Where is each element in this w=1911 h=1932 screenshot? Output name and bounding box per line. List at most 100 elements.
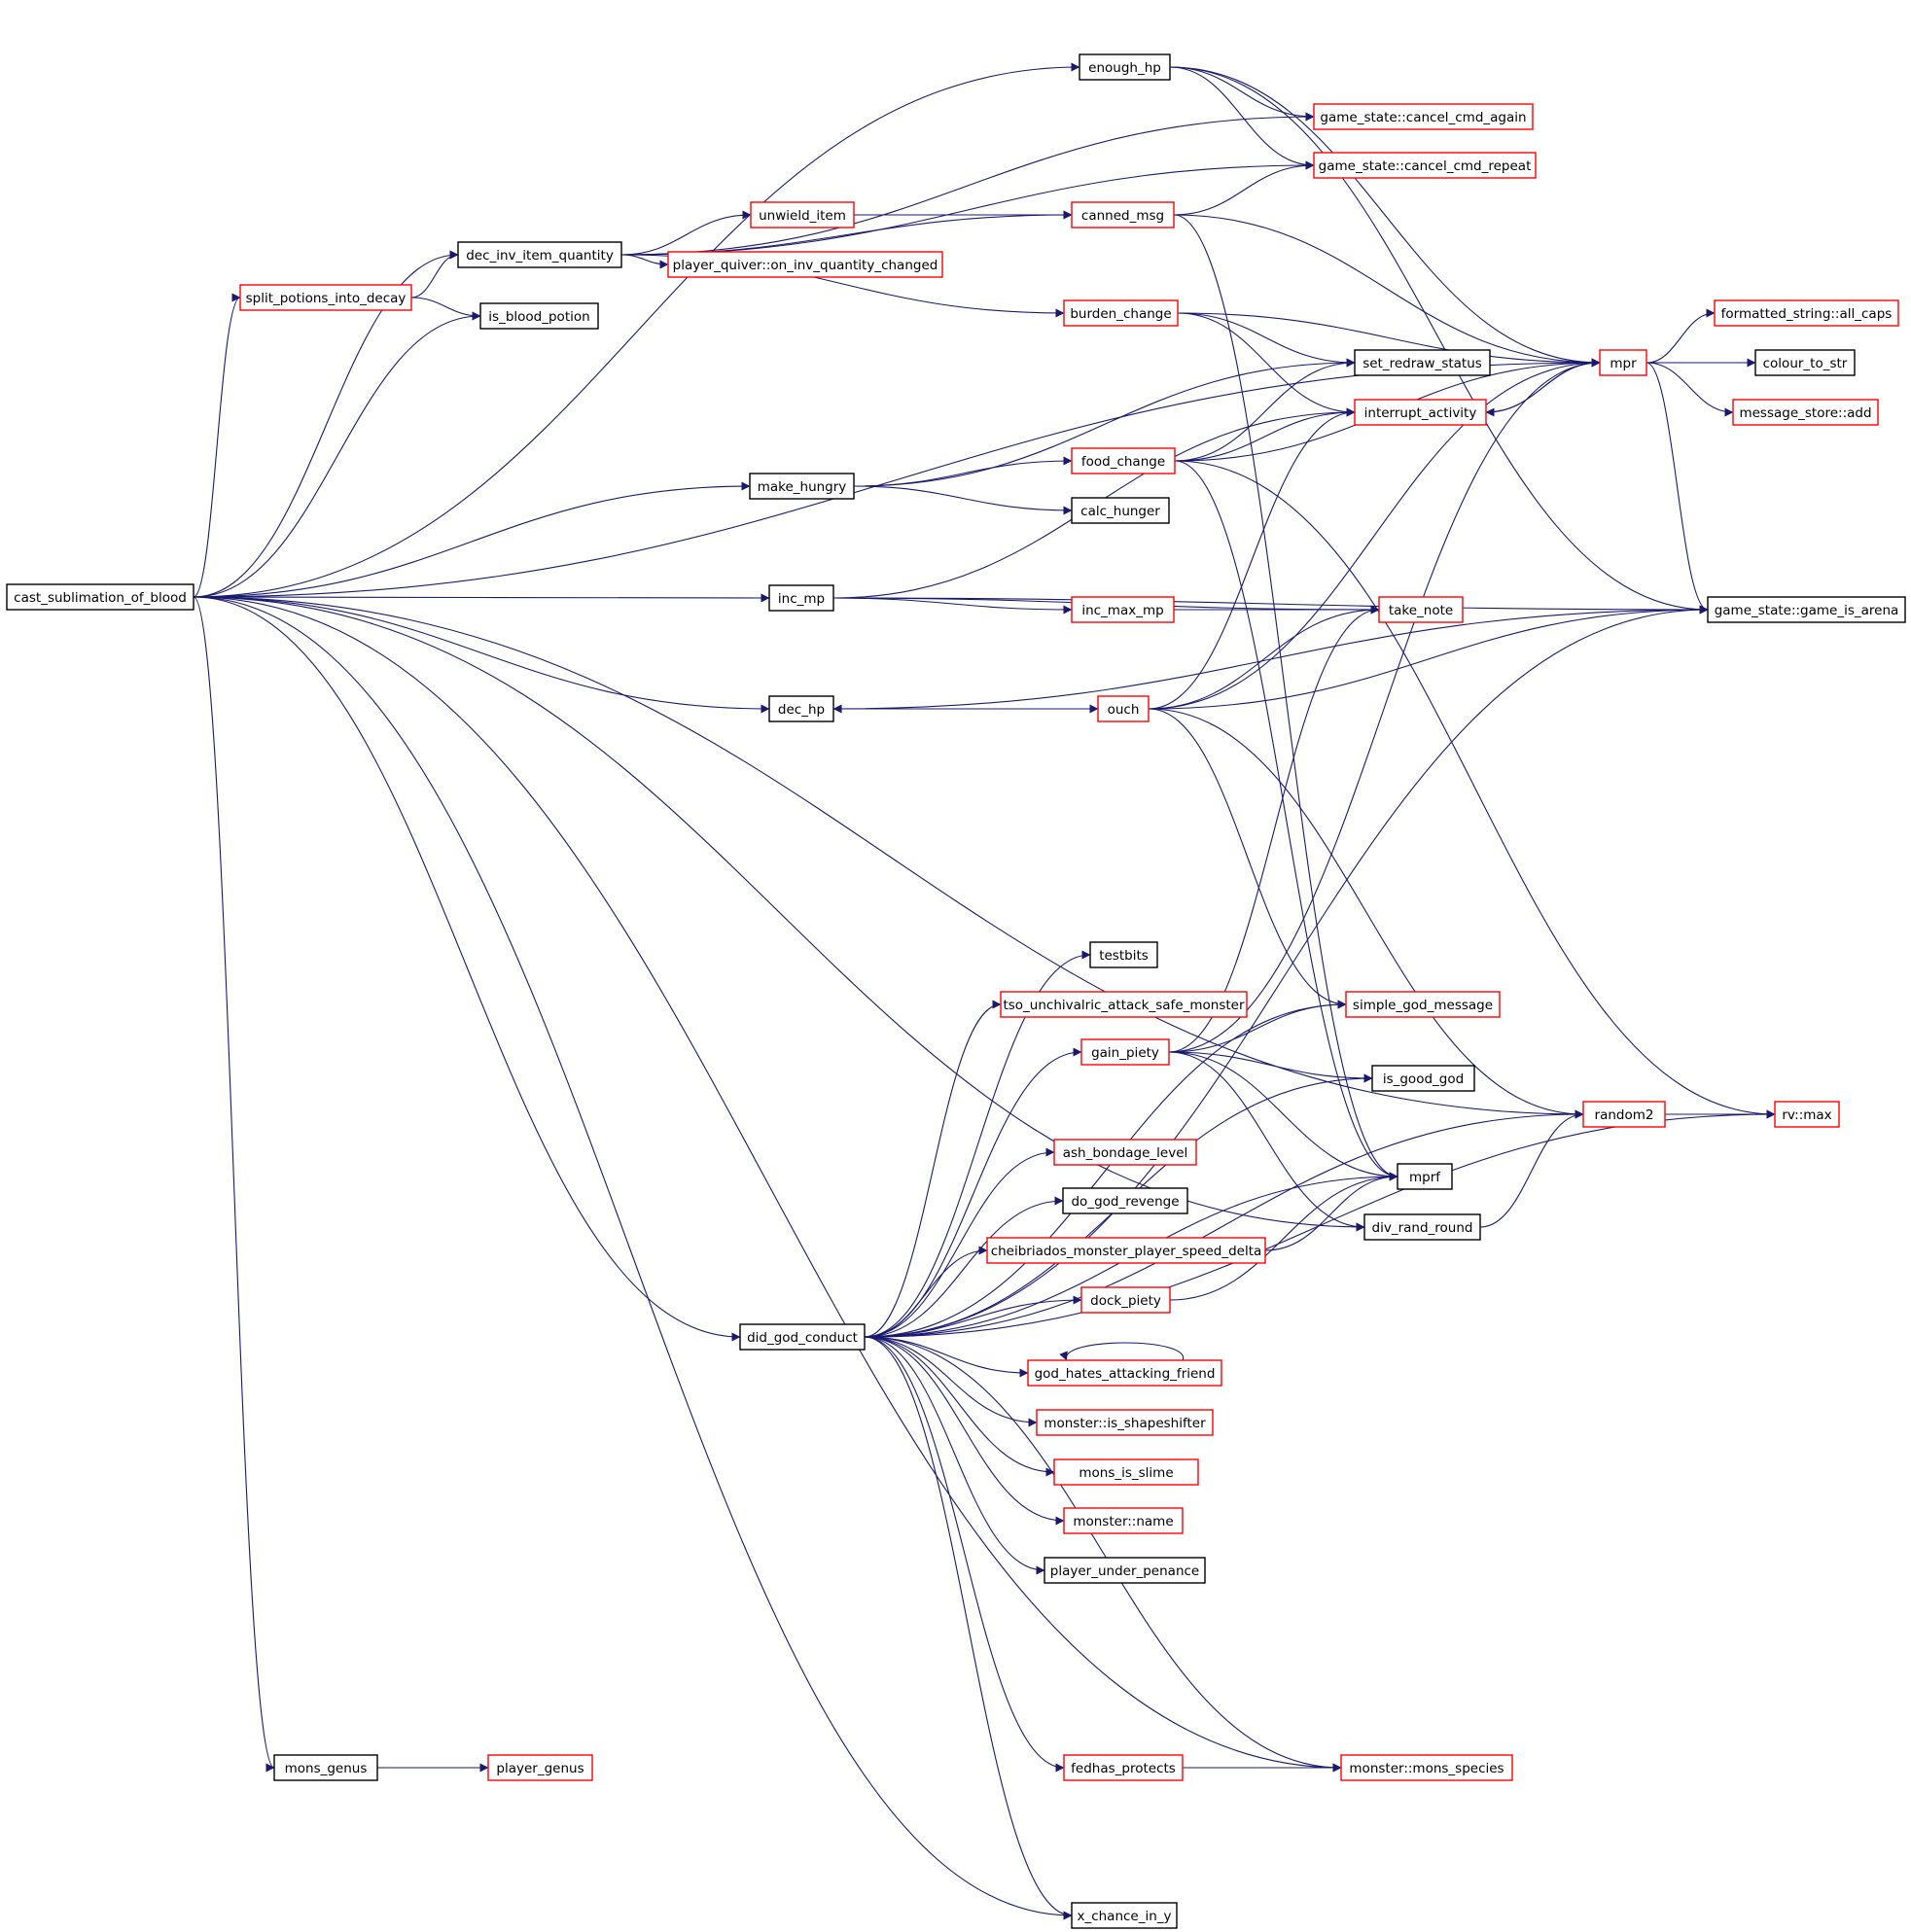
node-unwield[interactable]: unwield_item bbox=[750, 201, 855, 228]
node-gain-piety[interactable]: gain_piety bbox=[1080, 1038, 1170, 1066]
node-label: ash_bondage_level bbox=[1063, 1145, 1188, 1161]
node-mname[interactable]: monster::name bbox=[1063, 1507, 1184, 1534]
node-enough-hp[interactable]: enough_hp bbox=[1079, 53, 1171, 81]
edge-did_god-to-x_chance bbox=[864, 1336, 1073, 1920]
node-box bbox=[1044, 1557, 1206, 1584]
node-canned-msg[interactable]: canned_msg bbox=[1071, 201, 1175, 228]
node-cancel-again[interactable]: game_state::cancel_cmd_again bbox=[1313, 103, 1534, 130]
edge-burden-to-interrupt bbox=[1177, 312, 1356, 417]
edge-dec_inv-to-cancel_again bbox=[620, 112, 1315, 256]
edge-canned_msg-to-mprf bbox=[1173, 214, 1398, 1181]
node-testbits[interactable]: testbits bbox=[1089, 941, 1158, 968]
node-rv-max[interactable]: rv::max bbox=[1774, 1101, 1840, 1128]
node-label: monster::mons_species bbox=[1349, 1761, 1504, 1776]
node-box bbox=[1345, 991, 1501, 1018]
node-tso[interactable]: tso_unchivalric_attack_safe_monster bbox=[1000, 991, 1248, 1018]
node-div-rand[interactable]: div_rand_round bbox=[1363, 1213, 1481, 1241]
edge-food_change-to-interrupt bbox=[1174, 407, 1356, 462]
edge-did_god-to-cheib bbox=[864, 1246, 988, 1338]
node-cancel-repeat[interactable]: game_state::cancel_cmd_repeat bbox=[1313, 152, 1537, 179]
node-shapeshifter[interactable]: monster::is_shapeshifter bbox=[1036, 1409, 1214, 1436]
node-food-change[interactable]: food_change bbox=[1071, 447, 1176, 474]
edge-food_change-to-mprf bbox=[1174, 460, 1398, 1181]
node-colour[interactable]: colour_to_str bbox=[1754, 349, 1856, 376]
node-is-good-god[interactable]: is_good_god bbox=[1371, 1065, 1475, 1092]
node-dec-hp[interactable]: dec_hp bbox=[768, 695, 834, 722]
node-player-genus[interactable]: player_genus bbox=[487, 1754, 593, 1781]
node-box bbox=[1354, 399, 1487, 426]
node-did-god[interactable]: did_god_conduct bbox=[739, 1323, 866, 1351]
node-box bbox=[239, 284, 412, 311]
edge-inc_mp-to-arena bbox=[832, 597, 1709, 615]
node-box bbox=[1071, 447, 1176, 474]
node-is-blood[interactable]: is_blood_potion bbox=[479, 302, 599, 330]
node-cheib[interactable]: cheibriados_monster_player_speed_delta bbox=[986, 1237, 1266, 1264]
edge-did_god-to-fedhas bbox=[864, 1336, 1065, 1773]
node-box bbox=[1714, 299, 1899, 327]
node-label: mons_is_slime bbox=[1079, 1465, 1173, 1481]
edge-gain_piety-to-mpr bbox=[1168, 358, 1601, 1053]
node-mprf[interactable]: mprf bbox=[1397, 1163, 1453, 1190]
node-hates[interactable]: god_hates_attacking_friend bbox=[1027, 1359, 1222, 1387]
node-box bbox=[768, 584, 834, 612]
node-box bbox=[487, 1754, 593, 1781]
edge-split-to-dec_inv bbox=[410, 250, 459, 299]
node-slime[interactable]: mons_is_slime bbox=[1053, 1458, 1199, 1486]
node-quiver[interactable]: player_quiver::on_inv_quantity_changed bbox=[667, 251, 943, 278]
node-label: gain_piety bbox=[1091, 1045, 1159, 1061]
node-mpr[interactable]: mpr bbox=[1599, 349, 1647, 376]
node-mons-species[interactable]: monster::mons_species bbox=[1340, 1754, 1513, 1781]
node-ash[interactable]: ash_bondage_level bbox=[1053, 1139, 1197, 1166]
edge-make_hungry-to-food_change bbox=[853, 456, 1073, 487]
node-set-redraw[interactable]: set_redraw_status bbox=[1354, 349, 1491, 376]
node-x-chance[interactable]: x_chance_in_y bbox=[1071, 1902, 1178, 1929]
node-burden[interactable]: burden_change bbox=[1063, 299, 1179, 327]
edge-cheib-to-mprf bbox=[1264, 1172, 1398, 1251]
node-msg-add[interactable]: message_store::add bbox=[1732, 399, 1879, 426]
node-fmt-caps[interactable]: formatted_string::all_caps bbox=[1714, 299, 1899, 327]
node-simple-god[interactable]: simple_god_message bbox=[1345, 991, 1501, 1018]
node-ouch[interactable]: ouch bbox=[1097, 695, 1150, 722]
node-box bbox=[1097, 695, 1150, 722]
edge-burden-to-mpr bbox=[1177, 312, 1601, 368]
node-label: game_state::game_is_arena bbox=[1715, 603, 1899, 618]
edge-cast-to-random2 bbox=[193, 596, 1584, 1119]
node-box bbox=[1000, 991, 1248, 1018]
node-dock-piety[interactable]: dock_piety bbox=[1080, 1286, 1171, 1314]
node-box bbox=[1079, 53, 1171, 81]
node-cast[interactable]: cast_sublimation_of_blood bbox=[6, 583, 195, 611]
edge-gain_piety-to-mprf bbox=[1168, 1051, 1398, 1181]
node-penance[interactable]: player_under_penance bbox=[1044, 1557, 1206, 1584]
edge-dock_piety-to-mprf bbox=[1169, 1172, 1398, 1301]
edge-did_god-to-arena bbox=[864, 605, 1709, 1338]
edge-cast-to-enough_hp bbox=[193, 62, 1080, 598]
node-revenge[interactable]: do_god_revenge bbox=[1062, 1187, 1188, 1214]
node-random2[interactable]: random2 bbox=[1582, 1101, 1666, 1128]
edge-did_god-to-gain_piety bbox=[864, 1047, 1082, 1338]
node-dec-inv[interactable]: dec_inv_item_quantity bbox=[457, 241, 622, 268]
node-mons-genus[interactable]: mons_genus bbox=[273, 1754, 378, 1781]
node-calc-hunger[interactable]: calc_hunger bbox=[1071, 497, 1170, 524]
node-label: formatted_string::all_caps bbox=[1721, 306, 1893, 322]
node-fedhas[interactable]: fedhas_protects bbox=[1063, 1754, 1184, 1781]
edge-make_hungry-to-set_redraw bbox=[853, 358, 1356, 487]
node-arena[interactable]: game_state::game_is_arena bbox=[1707, 596, 1906, 623]
node-box bbox=[1080, 1286, 1171, 1314]
node-split[interactable]: split_potions_into_decay bbox=[239, 284, 412, 311]
node-inc-max-mp[interactable]: inc_max_mp bbox=[1071, 596, 1175, 623]
node-make-hungry[interactable]: make_hungry bbox=[749, 473, 855, 500]
node-box bbox=[1071, 201, 1175, 228]
node-box bbox=[1754, 349, 1856, 376]
node-inc-mp[interactable]: inc_mp bbox=[768, 584, 834, 612]
node-box bbox=[457, 241, 622, 268]
node-label: take_note bbox=[1389, 603, 1453, 618]
edge-cast-to-dec_hp bbox=[193, 596, 770, 714]
node-label: is_blood_potion bbox=[488, 309, 589, 325]
node-interrupt[interactable]: interrupt_activity bbox=[1354, 399, 1487, 426]
node-label: split_potions_into_decay bbox=[246, 291, 407, 306]
node-label: player_quiver::on_inv_quantity_changed bbox=[673, 258, 938, 273]
node-box bbox=[1340, 1754, 1513, 1781]
node-box bbox=[1378, 596, 1464, 623]
node-label: random2 bbox=[1595, 1107, 1654, 1123]
node-take-note[interactable]: take_note bbox=[1378, 596, 1464, 623]
